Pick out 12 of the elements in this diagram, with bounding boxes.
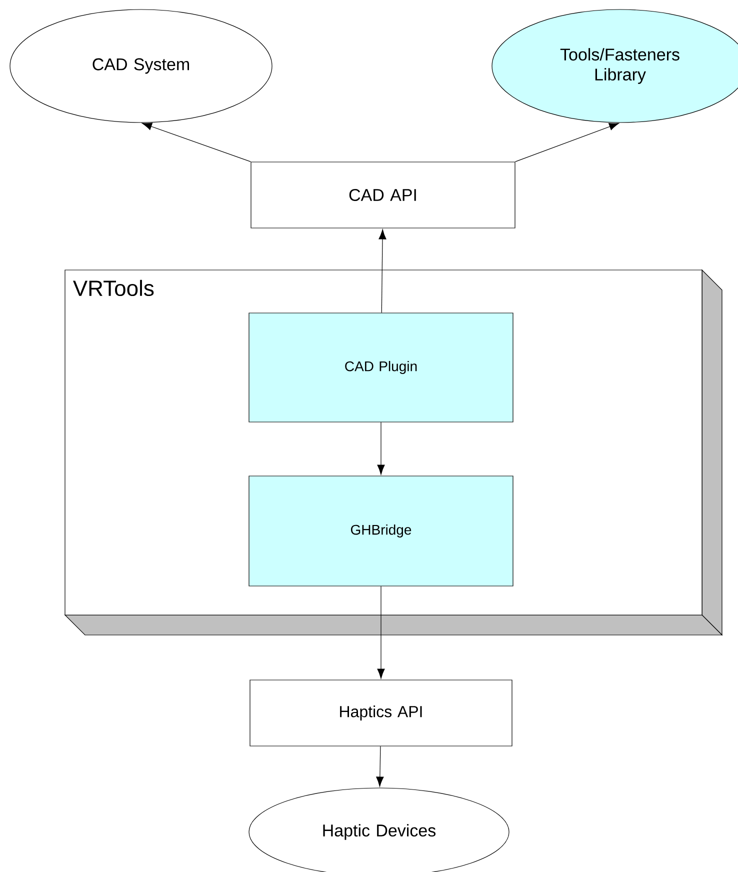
arrow: [377, 586, 385, 679]
process-box: CAD API: [250, 162, 516, 228]
arrow: [377, 422, 385, 475]
ellipse-node: Tools/Fasteners Library: [492, 9, 738, 123]
process-box: CAD Plugin: [248, 312, 514, 422]
arrow: [378, 229, 386, 313]
arrow: [142, 122, 251, 162]
process-box: Haptics API: [250, 680, 512, 746]
process-box: GHBridge: [248, 476, 514, 586]
arrow: [515, 122, 620, 162]
arrow: [376, 746, 384, 787]
ellipse-node: CAD System: [10, 9, 272, 123]
